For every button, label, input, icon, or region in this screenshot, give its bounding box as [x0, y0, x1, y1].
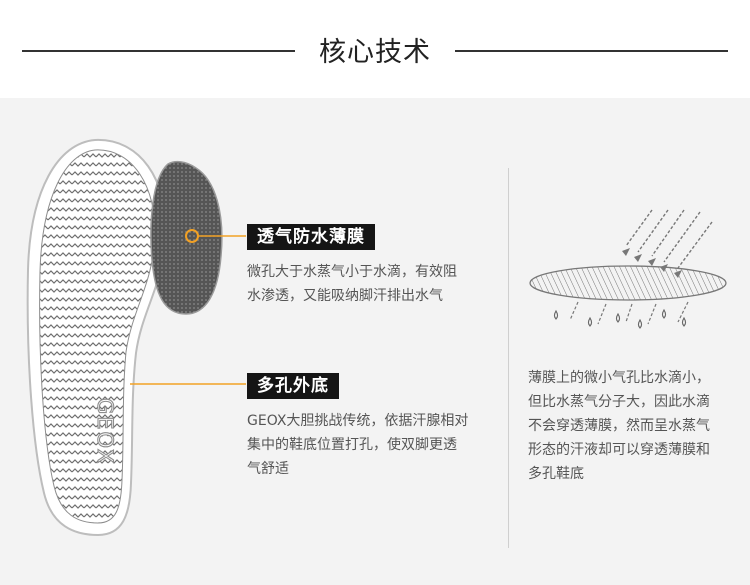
- header-rule-left: [22, 50, 295, 52]
- membrane-feature-description: 微孔大于水蒸气小于水滴，有效阻 水渗透，又能吸纳脚汗排出水气: [247, 264, 457, 304]
- sole-feature-description: GEOX大胆挑战传统，依据汗腺相对 集中的鞋底位置打孔，使双脚更透 气舒适: [247, 413, 469, 477]
- technology-panel: GEOX: [0, 98, 750, 585]
- section-header: 核心技术: [0, 0, 750, 98]
- shoe-sole-illustration: GEOX: [26, 138, 168, 537]
- membrane-callout: [185, 229, 246, 243]
- sole-feature-title: 多孔外底: [247, 373, 339, 399]
- membrane-feature-title: 透气防水薄膜: [247, 224, 375, 250]
- water-droplets-icon: [553, 308, 687, 329]
- header-rule-right: [455, 50, 728, 52]
- section-title: 核心技术: [319, 37, 431, 68]
- vapor-arrows-icon: [625, 209, 713, 269]
- sole-logo-text: GEOX: [93, 398, 117, 465]
- membrane-explanation-text: 薄膜上的微小气孔比水滴小， 但比水蒸气分子大，因此水滴 不会穿透薄膜，然而呈水蒸…: [528, 370, 710, 482]
- column-divider: [508, 168, 509, 548]
- vapor-exit-arrows-icon: [569, 301, 689, 325]
- membrane-cross-section-illustration: [529, 265, 727, 301]
- technology-illustration: GEOX: [26, 138, 727, 537]
